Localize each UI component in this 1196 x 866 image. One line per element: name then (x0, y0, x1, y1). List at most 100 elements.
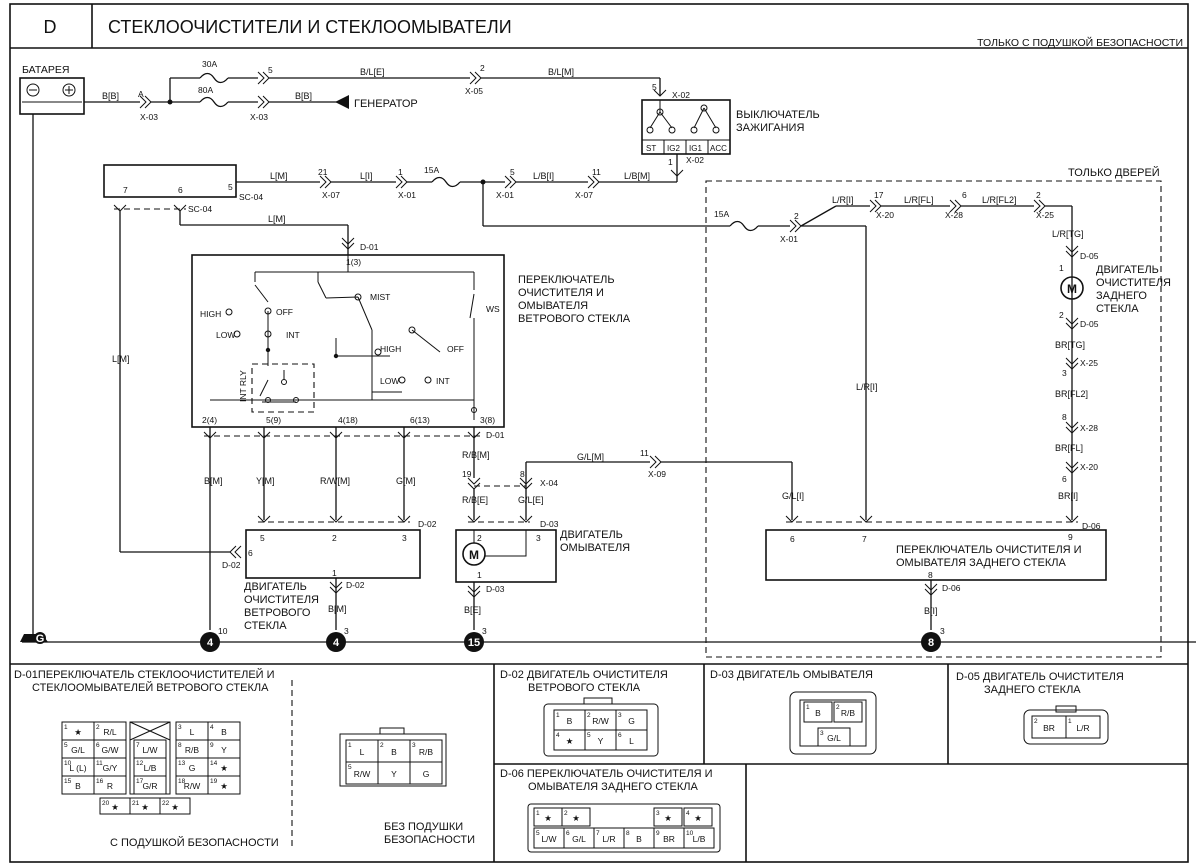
svg-text:R/B[E]: R/B[E] (462, 495, 488, 505)
svg-text:L/R[FL]: L/R[FL] (904, 195, 934, 205)
pin-number: 4 (210, 724, 214, 731)
svg-text:Y[M]: Y[M] (256, 476, 275, 486)
svg-text:ОЧИСТИТЕЛЯ: ОЧИСТИТЕЛЯ (244, 594, 319, 606)
svg-text:6: 6 (962, 190, 967, 200)
pin-number: 21 (132, 800, 140, 807)
pin-cell (133, 775, 167, 795)
pin-number: 3 (656, 810, 660, 817)
svg-text:1: 1 (1059, 263, 1064, 273)
pin-wire-color: Y (598, 736, 604, 746)
battery-plus-terminal (62, 83, 76, 97)
splice-sc04 (103, 164, 237, 198)
svg-text:8: 8 (520, 469, 525, 479)
svg-text:5: 5 (228, 182, 233, 192)
pin-wire-color: G (423, 769, 430, 779)
svg-text:D-05: D-05 (1080, 319, 1099, 329)
svg-text:ДВИГАТЕЛЬ: ДВИГАТЕЛЬ (1096, 264, 1159, 276)
pin-number: 4 (686, 810, 690, 817)
svg-text:A: A (138, 89, 144, 99)
svg-text:X-07: X-07 (322, 190, 340, 200)
svg-text:9: 9 (1068, 532, 1073, 542)
pin-wire-color: ★ (111, 802, 119, 812)
svg-text:СТЕКЛООМЫВАТЕЛЕЙ ВЕТРОВОГО СТЕ: СТЕКЛООМЫВАТЕЛЕЙ ВЕТРОВОГО СТЕКЛА (32, 681, 269, 694)
svg-text:5(9): 5(9) (266, 415, 281, 425)
svg-text:G[M]: G[M] (396, 476, 416, 486)
svg-text:B[E]: B[E] (464, 605, 481, 615)
svg-text:G/L[I]: G/L[I] (782, 491, 804, 501)
svg-text:4: 4 (333, 637, 340, 649)
ground-point (921, 632, 941, 652)
ground-point (200, 632, 220, 652)
pin-wire-color: R/L (103, 727, 117, 737)
svg-text:B[M]: B[M] (328, 604, 347, 614)
airbag-note: ТОЛЬКО С ПОДУШКОЙ БЕЗОПАСНОСТИ (977, 36, 1183, 49)
svg-text:ОЧИСТИТЕЛЯ И: ОЧИСТИТЕЛЯ И (518, 287, 604, 299)
fuse-80a (199, 96, 229, 108)
pin-wire-color: ★ (544, 813, 552, 823)
pin-number: 8 (626, 830, 630, 837)
pin-number: 2 (564, 810, 568, 817)
svg-text:8: 8 (1062, 412, 1067, 422)
pin-number: 15 (64, 778, 72, 785)
pin-number: 10 (64, 760, 72, 767)
svg-text:4(18): 4(18) (338, 415, 358, 425)
pin-cell (615, 729, 648, 751)
svg-text:D-03 ДВИГАТЕЛЬ ОМЫВАТЕЛЯ: D-03 ДВИГАТЕЛЬ ОМЫВАТЕЛЯ (710, 669, 873, 681)
svg-text:ВЕТРОВОГО: ВЕТРОВОГО (244, 607, 311, 619)
svg-text:G/L[M]: G/L[M] (577, 452, 604, 462)
svg-text:G: G (36, 633, 45, 645)
svg-text:X-20: X-20 (876, 210, 894, 220)
svg-text:3: 3 (1062, 368, 1067, 378)
pin-wire-color: L (360, 747, 365, 757)
pin-number: 16 (96, 778, 104, 785)
pin-wire-color: G/L (827, 733, 841, 743)
svg-text:L/B[M]: L/B[M] (624, 171, 650, 181)
pin-wire-color: G/L (572, 834, 586, 844)
svg-text:SC-04: SC-04 (239, 192, 263, 202)
svg-text:2: 2 (1059, 310, 1064, 320)
svg-text:7: 7 (123, 185, 128, 195)
svg-text:ВЕТРОВОГО СТЕКЛА: ВЕТРОВОГО СТЕКЛА (528, 682, 641, 694)
pin-wire-color: L/W (541, 834, 556, 844)
svg-text:L[M]: L[M] (268, 214, 286, 224)
svg-text:X-04: X-04 (540, 478, 558, 488)
pin-number: 19 (210, 778, 218, 785)
pin-number: 1 (1068, 718, 1072, 725)
pin-number: 9 (210, 742, 214, 749)
pin-number: 11 (96, 760, 103, 767)
doors-only-region (705, 180, 1162, 658)
svg-text:OFF: OFF (276, 307, 293, 317)
svg-text:R/B[M]: R/B[M] (462, 450, 490, 460)
svg-text:INT: INT (436, 376, 450, 386)
svg-text:80A: 80A (198, 85, 213, 95)
ground-point (326, 632, 346, 652)
svg-text:X-28: X-28 (945, 210, 963, 220)
svg-text:D-05: D-05 (1080, 251, 1099, 261)
svg-text:3: 3 (940, 626, 945, 636)
svg-text:B/L[M]: B/L[M] (548, 67, 574, 77)
pin-number: 5 (587, 732, 591, 739)
svg-text:ACC: ACC (710, 144, 727, 153)
svg-text:INT RLY: INT RLY (238, 370, 248, 402)
pin-number: 10 (686, 830, 694, 837)
pin-wire-color: Y (221, 745, 227, 755)
pin-number: 6 (96, 742, 100, 749)
pin-number: 5 (348, 764, 352, 771)
svg-text:11: 11 (592, 167, 601, 177)
pin-number: 5 (536, 830, 540, 837)
pin-wire-color: R/W (354, 769, 371, 779)
pin-wire-color: ★ (694, 813, 702, 823)
wire-label: B[B] (102, 91, 119, 101)
pin-wire-color: L (L) (69, 763, 86, 773)
svg-text:D-06 ПЕРЕКЛЮЧАТЕЛЬ ОЧИСТИТЕЛЯ: D-06 ПЕРЕКЛЮЧАТЕЛЬ ОЧИСТИТЕЛЯ И (500, 768, 713, 780)
svg-text:L/R[I]: L/R[I] (856, 382, 878, 392)
pin-wire-color: BR (1043, 723, 1055, 733)
pin-number: 12 (136, 760, 144, 767)
svg-text:2: 2 (794, 211, 799, 221)
svg-text:ОМЫВАТЕЛЯ ЗАДНЕГО СТЕКЛА: ОМЫВАТЕЛЯ ЗАДНЕГО СТЕКЛА (896, 557, 1066, 569)
svg-text:ST: ST (646, 144, 656, 153)
svg-text:OFF: OFF (447, 344, 464, 354)
